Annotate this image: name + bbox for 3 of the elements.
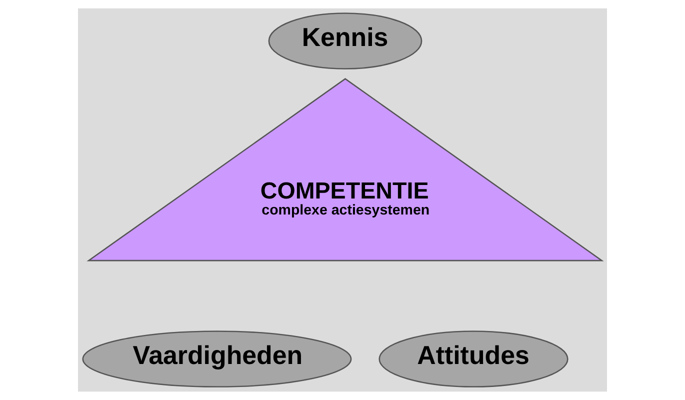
node-ellipse: Kennis (268, 12, 422, 70)
node-ellipse: Vaardigheden (82, 330, 352, 388)
node-ellipse: Attitudes (378, 330, 568, 388)
